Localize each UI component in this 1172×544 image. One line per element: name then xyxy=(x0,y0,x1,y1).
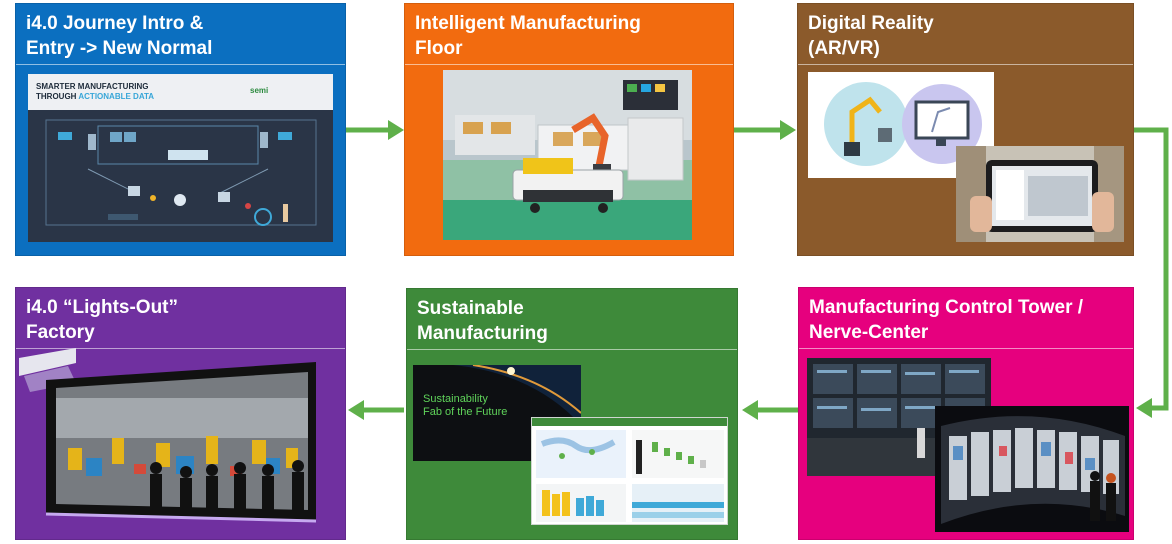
fab-title-line2: Fab of the Future xyxy=(423,406,508,418)
sustainability-dashboard-image xyxy=(531,417,728,525)
box-reality-title: Digital Reality (AR/VR) xyxy=(808,11,1125,61)
box-journey-title-line2: Entry -> New Normal xyxy=(26,38,213,59)
divider xyxy=(405,64,733,65)
divider xyxy=(799,348,1133,349)
arrow-down-left-icon xyxy=(1134,127,1169,418)
dashboard-graphic xyxy=(532,418,727,522)
box-reality-title-line1: Digital Reality xyxy=(808,13,934,34)
tablet-warehouse-graphic xyxy=(956,146,1124,242)
divider xyxy=(798,64,1133,65)
box-floor-title-line2: Floor xyxy=(415,38,463,59)
box-control-tower: Manufacturing Control Tower / Nerve-Cent… xyxy=(798,287,1134,540)
box-sustainable-title-line1: Sustainable xyxy=(417,298,524,319)
factory-floor-image xyxy=(443,70,692,240)
box-tower-title-line1: Manufacturing Control Tower / xyxy=(809,297,1084,318)
slide-diagram-graphic xyxy=(45,119,317,226)
slide-title-actionable: ACTIONABLE DATA xyxy=(78,92,155,101)
box-sustainable-title: Sustainable Manufacturing xyxy=(417,296,729,346)
box-tower-title: Manufacturing Control Tower / Nerve-Cent… xyxy=(809,295,1125,345)
slide-title-line2: THROUGH ACTIONABLE DATA xyxy=(36,92,154,101)
box-floor-title: Intelligent Manufacturing Floor xyxy=(415,11,725,61)
arrow-right-icon xyxy=(734,120,796,140)
box-sustainable: Sustainable Manufacturing Sustainability… xyxy=(406,288,738,540)
tablet-warehouse-image xyxy=(956,146,1124,242)
slide-header xyxy=(28,74,333,110)
box-lightsout-title-line2: Factory xyxy=(26,322,95,343)
curved-display-graphic xyxy=(941,416,1125,524)
box-tower-title-line2: Nerve-Center xyxy=(809,322,929,343)
slide-title-line1: SMARTER MANUFACTURING xyxy=(36,82,149,91)
divider xyxy=(16,64,345,65)
box-sustainable-title-line2: Manufacturing xyxy=(417,323,548,344)
fab-title-line1: Sustainability xyxy=(423,393,488,405)
arrow-left-icon xyxy=(348,400,404,420)
box-digital-reality: Digital Reality (AR/VR) xyxy=(797,3,1134,256)
robot-monitor-image xyxy=(808,72,994,178)
arrow-right-icon xyxy=(346,120,404,140)
divider xyxy=(16,348,345,349)
factory-floor-graphic xyxy=(443,70,692,240)
arrow-left-icon xyxy=(742,400,798,420)
box-floor-title-line1: Intelligent Manufacturing xyxy=(415,13,641,34)
box-lights-out: i4.0 “Lights-Out” Factory xyxy=(15,287,346,540)
box-journey-intro: i4.0 Journey Intro & Entry -> New Normal… xyxy=(15,3,346,256)
box-intelligent-floor: Intelligent Manufacturing Floor xyxy=(404,3,734,256)
slide-title-through: THROUGH xyxy=(36,92,79,101)
box-journey-title-line1: i4.0 Journey Intro & xyxy=(26,13,204,34)
lights-out-factory-graphic xyxy=(19,348,317,523)
robot-monitor-graphic xyxy=(824,82,982,166)
box-journey-title: i4.0 Journey Intro & Entry -> New Normal xyxy=(26,11,337,61)
smarter-manufacturing-image: SMARTER MANUFACTURING THROUGH ACTIONABLE… xyxy=(28,74,333,242)
earth-horizon-graphic xyxy=(453,365,581,425)
divider xyxy=(407,349,737,350)
box-lightsout-title-line1: i4.0 “Lights-Out” xyxy=(26,297,178,318)
box-lightsout-title: i4.0 “Lights-Out” Factory xyxy=(26,295,337,345)
semi-logo: semi xyxy=(250,86,269,95)
box-reality-title-line2: (AR/VR) xyxy=(808,38,880,59)
curved-display-image xyxy=(935,406,1129,532)
